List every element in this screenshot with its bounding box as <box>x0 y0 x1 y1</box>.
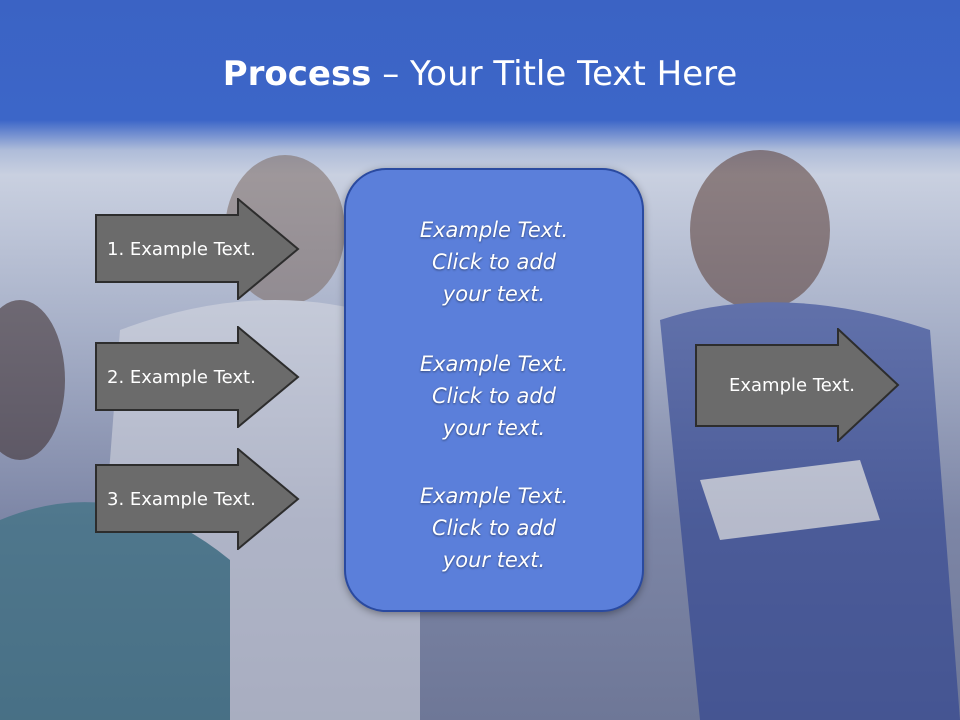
blurb-line: Example Text. <box>419 484 569 508</box>
step-label: 2. Example Text. <box>107 366 256 388</box>
blurb-line: your text. <box>442 548 546 572</box>
step-arrow-2[interactable]: 2. Example Text. <box>95 326 300 428</box>
blurb-line: your text. <box>442 416 546 440</box>
arrow-shape <box>695 328 900 442</box>
center-blurb-1: Example Text. Click to add your text. <box>346 214 642 310</box>
step-label: 1. Example Text. <box>107 238 256 260</box>
blurb-line: Click to add <box>431 250 556 274</box>
result-label: Example Text. <box>729 374 855 396</box>
title-bold: Process <box>222 54 372 94</box>
center-blurb-3: Example Text. Click to add your text. <box>346 480 642 576</box>
blurb-line: Click to add <box>431 384 556 408</box>
arrow-shape <box>95 448 300 550</box>
center-text-box[interactable]: Example Text. Click to add your text. Ex… <box>344 168 644 612</box>
blurb-line: your text. <box>442 282 546 306</box>
step-arrow-1[interactable]: 1. Example Text. <box>95 198 300 300</box>
blurb-line: Click to add <box>431 516 556 540</box>
title-rest: – Your Title Text Here <box>371 54 738 94</box>
step-label: 3. Example Text. <box>107 488 256 510</box>
result-arrow[interactable]: Example Text. <box>695 328 900 442</box>
blurb-line: Example Text. <box>419 352 569 376</box>
step-arrow-3[interactable]: 3. Example Text. <box>95 448 300 550</box>
center-blurb-2: Example Text. Click to add your text. <box>346 348 642 444</box>
arrow-shape <box>95 198 300 300</box>
slide-title: Process – Your Title Text Here <box>0 52 960 96</box>
blurb-line: Example Text. <box>419 218 569 242</box>
arrow-shape <box>95 326 300 428</box>
